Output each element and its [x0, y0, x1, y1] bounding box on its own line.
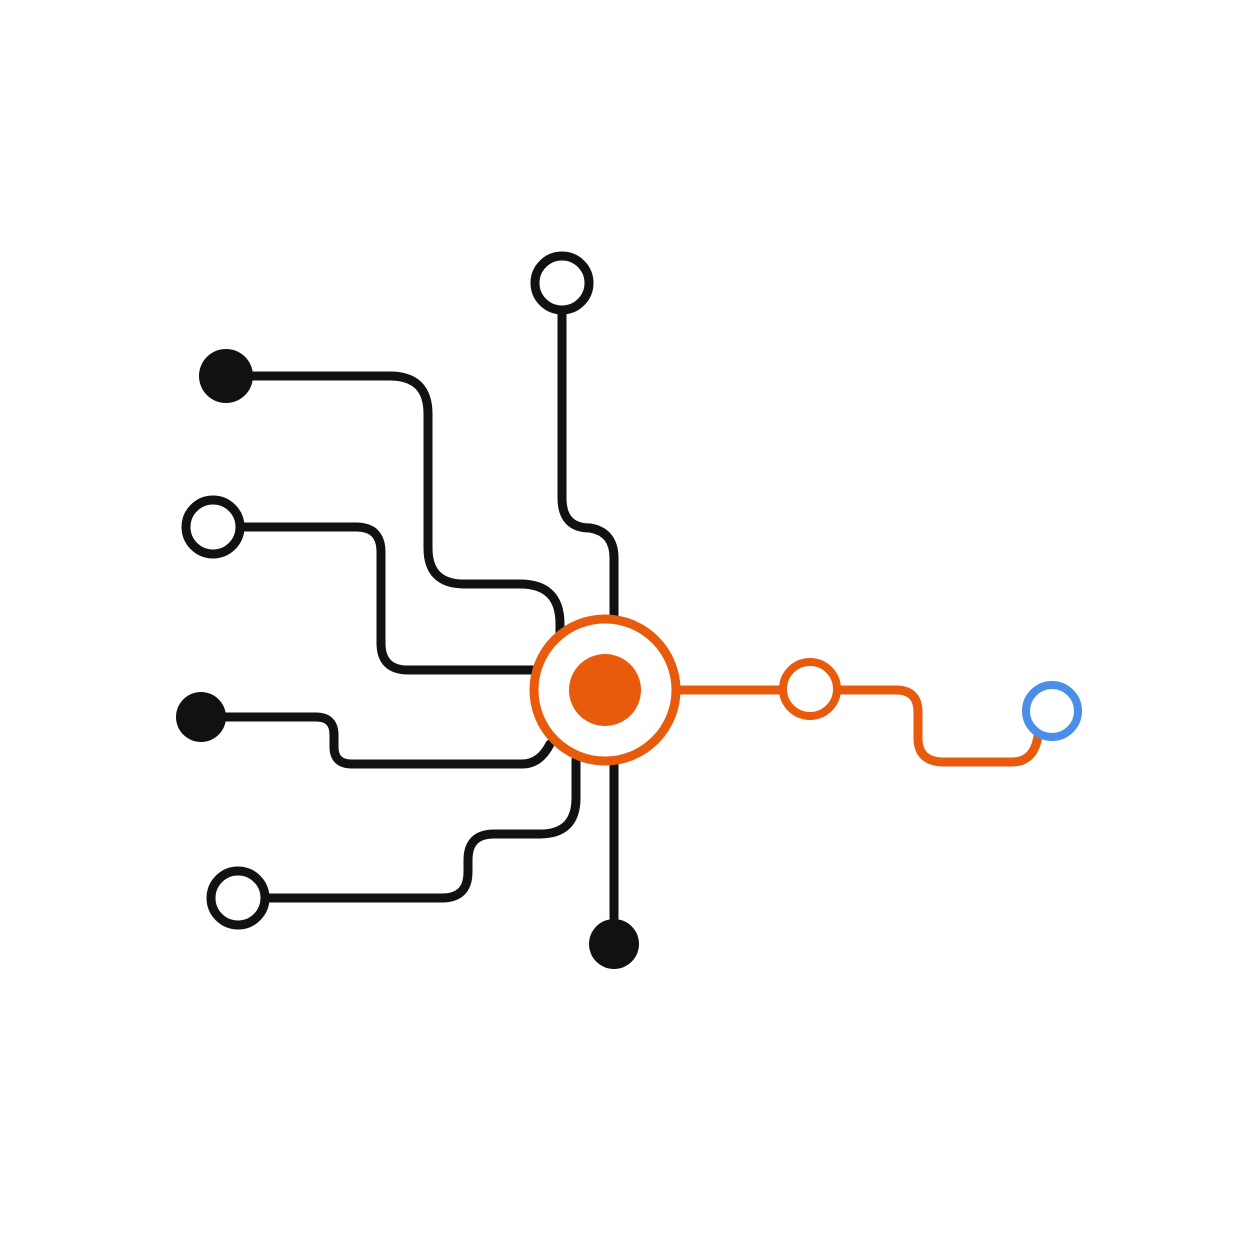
output-nodes — [779, 658, 1082, 741]
input-terminals — [176, 251, 639, 969]
input-wires — [221, 307, 619, 923]
wire-left-4 — [263, 755, 581, 903]
hub-inner-dot — [569, 654, 641, 726]
wire-left-2 — [239, 522, 539, 675]
terminal-left-4-open — [206, 866, 270, 930]
terminal-bottom-filled — [589, 919, 639, 969]
terminal-top-open — [530, 251, 594, 315]
wire-left-3 — [221, 712, 555, 769]
wire-relay-to-endpoint — [835, 685, 1043, 767]
wire-top — [557, 307, 619, 627]
terminal-left-3-filled — [176, 692, 226, 742]
output-wires — [671, 685, 1043, 767]
target-icon — [529, 614, 681, 766]
relay-node-open — [779, 658, 841, 720]
terminal-left-2-open — [181, 495, 245, 559]
wire-left-1 — [247, 371, 565, 641]
endpoint-node-open — [1022, 681, 1082, 741]
terminal-left-1-filled — [199, 349, 253, 403]
